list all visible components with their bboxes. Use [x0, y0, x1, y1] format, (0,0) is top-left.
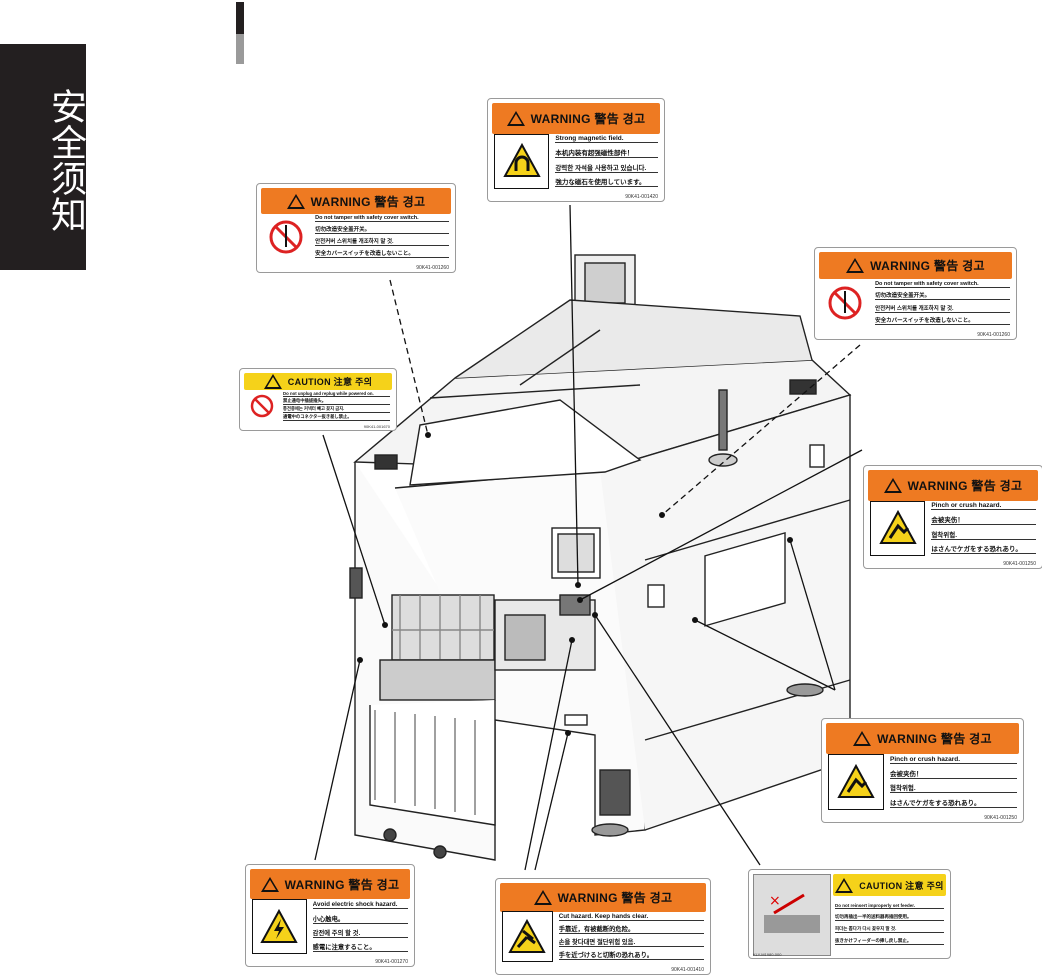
- label-text-line: 피더는 뽑다가 다시 꽂우지 말 것.: [835, 926, 944, 934]
- label-text-line: 협착위험.: [931, 529, 1036, 540]
- label-header: CAUTION 注意 주의: [859, 880, 944, 891]
- label-text-line: 切勿改造安全盖开关。: [315, 225, 449, 235]
- prohibited-icon: [246, 391, 277, 422]
- label-text-line: 強力な磁石を使用しています。: [555, 176, 658, 188]
- label-text-line: 통전중에는 커넥터 빼고 꽂지 금지.: [283, 406, 390, 414]
- header-bar: [236, 2, 244, 64]
- label-code: 90K41-001250: [1003, 561, 1036, 567]
- no-tamper-screwdriver-icon: [263, 214, 309, 260]
- label-text-line: 감전에 주의 할 것.: [312, 928, 408, 938]
- label-code: KLY-M1980-000: [753, 952, 782, 957]
- pinch-hand-icon: [828, 754, 884, 810]
- label-text-line: 感電に注意すること。: [312, 942, 408, 952]
- label-header: WARNING 警告 경고: [870, 259, 985, 274]
- label-header: WARNING 警告 경고: [530, 111, 646, 126]
- label-text-line: 手を近づけると切断の恐れあり。: [558, 950, 704, 961]
- label-code: 90K41-001250: [984, 815, 1017, 821]
- label-magnetic: WARNING 警告 경고 Strong magnetic field. 本机内装…: [487, 98, 665, 202]
- label-text-line: 手靠近，有被截断的危险。: [558, 924, 704, 935]
- label-text-line: 손을 찾다대면 절단위험 있음.: [558, 937, 704, 948]
- electric-shock-icon: [252, 899, 307, 954]
- label-text-line: 안전커버 스위치를 개조하지 말 것.: [875, 304, 1010, 313]
- label-code: 90K41-001260: [977, 332, 1010, 338]
- label-text-line: Pinch or crush hazard.: [889, 756, 1017, 764]
- label-text-line: はさんでケガをする恐れあり。: [931, 543, 1036, 555]
- label-pinch-upper: WARNING 警告 경고 Pinch or crush hazard. 会被夹伤…: [863, 465, 1042, 569]
- label-header: CAUTION 注意 주의: [287, 377, 373, 388]
- label-text-line: Do not reinsert improperly set feeder.: [835, 903, 944, 909]
- label-pinch-lower: WARNING 警告 경고 Pinch or crush hazard. 会被夹伤…: [821, 718, 1024, 823]
- label-header: WARNING 警告 경고: [877, 731, 992, 746]
- label-header: WARNING 警告 경고: [557, 890, 673, 905]
- label-electric-shock: WARNING 警告 경고 Avoid electric shock hazar…: [245, 864, 415, 967]
- label-text-line: 会被夹伤！: [889, 768, 1017, 779]
- label-text-line: 本机内装有超强磁性部件！: [555, 147, 658, 159]
- label-connector-caution: CAUTION 注意 주의 Do not unplug and replug w…: [239, 368, 397, 431]
- pinch-hand-icon: [870, 500, 926, 556]
- label-text-line: 切勿再插出一半的送料器再插回使用。: [835, 914, 944, 921]
- label-text-line: Do not tamper with safety cover switch.: [315, 215, 449, 223]
- label-header: WARNING 警告 경고: [284, 877, 400, 892]
- label-cut-hazard: WARNING 警告 경고 Cut hazard. Keep hands cle…: [495, 878, 711, 975]
- label-text-line: 抜きかけフィーダーの挿し戻し禁止。: [835, 938, 944, 946]
- label-code: 90K41-001670: [363, 424, 390, 429]
- label-feeder-caution: × CAUTION 注意 주의 Do not reinsert improper…: [748, 869, 951, 959]
- label-code: 90K41-001420: [625, 194, 658, 200]
- label-text-line: Pinch or crush hazard.: [931, 502, 1036, 511]
- header-bar-accent: [236, 34, 244, 64]
- label-text-line: 안전커버 스위치를 개조하지 말 것.: [315, 237, 449, 247]
- label-text-line: Do not tamper with safety cover switch.: [875, 281, 1010, 288]
- label-text-line: Avoid electric shock hazard.: [312, 901, 408, 910]
- label-text-line: 通電中のコネクター抜き差し禁止。: [283, 414, 390, 422]
- cut-hand-icon: [502, 911, 553, 962]
- label-text-line: はさんでケガをする恐れあり。: [889, 797, 1017, 809]
- label-code: 90K41-001270: [375, 959, 408, 965]
- label-header: WARNING 警告 경고: [310, 194, 426, 209]
- label-text-line: 小心触电。: [312, 914, 408, 924]
- magnet-icon: [494, 133, 550, 189]
- label-text-line: 강력한 자석을 사용하고 있습니다.: [555, 162, 658, 173]
- label-text-line: 切勿改造安全盖开关。: [875, 291, 1010, 301]
- label-text-line: 安全カバースイッチを改造しないこと。: [875, 316, 1010, 326]
- svg-text:×: ×: [769, 893, 781, 909]
- section-title: 安全须知: [45, 88, 86, 232]
- label-text-line: Strong magnetic field.: [555, 135, 658, 144]
- label-text-line: 협착위험.: [889, 782, 1017, 794]
- label-text-line: 会被夹伤！: [931, 514, 1036, 526]
- label-safety-cover-right: WARNING 警告 경고 Do not tamper with safety …: [814, 247, 1017, 340]
- label-header: WARNING 警告 경고: [907, 478, 1023, 493]
- label-text-line: 禁止通电中插拔插头。: [283, 398, 390, 406]
- label-code: 90K41-001410: [671, 967, 704, 973]
- label-text-line: 安全カバースイッチを改造しないこと。: [315, 249, 449, 259]
- label-text-line: Cut hazard. Keep hands clear.: [558, 913, 704, 921]
- feeder-photo: ×: [753, 874, 831, 956]
- no-tamper-screwdriver-icon: [821, 279, 869, 327]
- label-safety-cover-left: WARNING 警告 경고 Do not tamper with safety …: [256, 183, 456, 273]
- label-code: 90K41-001260: [416, 265, 449, 271]
- label-text-line: Do not unplug and replug while powered o…: [283, 391, 390, 398]
- section-tab: 安全须知: [0, 44, 86, 270]
